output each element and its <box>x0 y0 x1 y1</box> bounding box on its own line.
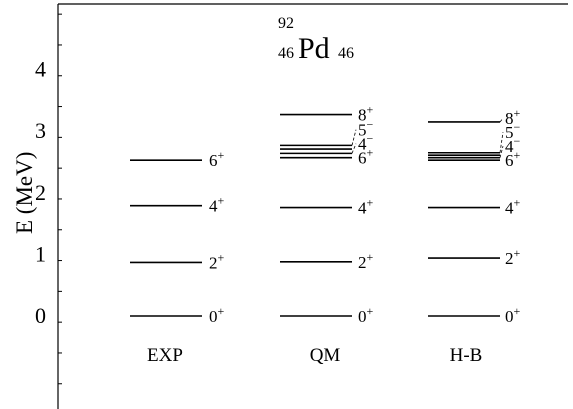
level-label: 4+ <box>358 196 374 218</box>
label-leader <box>499 146 504 158</box>
y-tick-label: 1 <box>35 241 46 266</box>
energy-levels: EXP0+2+4+6+QM0+2+4+6+4−5−8+H-B0+2+4+6+4−… <box>130 103 521 366</box>
y-tick-label: 4 <box>35 57 46 82</box>
column-name: QM <box>310 345 341 366</box>
level-label: 5− <box>505 120 521 142</box>
level-label: 0+ <box>358 304 374 326</box>
column-name: EXP <box>147 345 183 366</box>
title-neutron-number: 46 <box>338 45 354 62</box>
y-tick-label: 0 <box>35 303 46 328</box>
y-axis-label: E (MeV) <box>12 152 37 234</box>
level-label: 2+ <box>358 250 374 272</box>
level-label: 6+ <box>505 148 521 170</box>
level-label: 2+ <box>209 250 225 272</box>
level-label: 8+ <box>358 103 374 125</box>
column-qm: QM 0+ 2+ 4+ 6+4−5−8+ <box>280 103 374 366</box>
level-label: 6+ <box>209 148 225 170</box>
column-name: H-B <box>450 345 483 366</box>
label-leader <box>351 129 357 146</box>
level-label: 0+ <box>209 304 225 326</box>
level-label: 8+ <box>505 106 521 128</box>
plot-frame <box>57 3 568 409</box>
label-leader <box>351 143 357 154</box>
label-leader <box>499 132 504 153</box>
level-label: 4− <box>505 134 521 156</box>
y-tick-label: 3 <box>35 118 46 143</box>
level-label: 4+ <box>505 196 521 218</box>
title-mass-number: 92 <box>278 15 294 32</box>
level-label: 4− <box>358 132 374 154</box>
level-label: 6+ <box>358 146 374 168</box>
y-tick-label: 2 <box>35 180 46 205</box>
y-axis: 0 1 2 3 4 E (MeV) <box>12 13 62 385</box>
column-h-b: H-B 0+ 2+ 4+ 6+4−5−8+ <box>428 106 521 366</box>
level-label: 2+ <box>505 246 521 268</box>
level-label: 0+ <box>505 304 521 326</box>
title-proton-number: 46 <box>278 45 294 62</box>
label-leader <box>499 117 504 123</box>
column-exp: EXP 0+ 2+ 4+ 6+ <box>130 148 225 366</box>
title-element-symbol: Pd <box>298 32 330 65</box>
level-label: 5− <box>358 118 374 140</box>
level-label: 4+ <box>209 194 225 216</box>
